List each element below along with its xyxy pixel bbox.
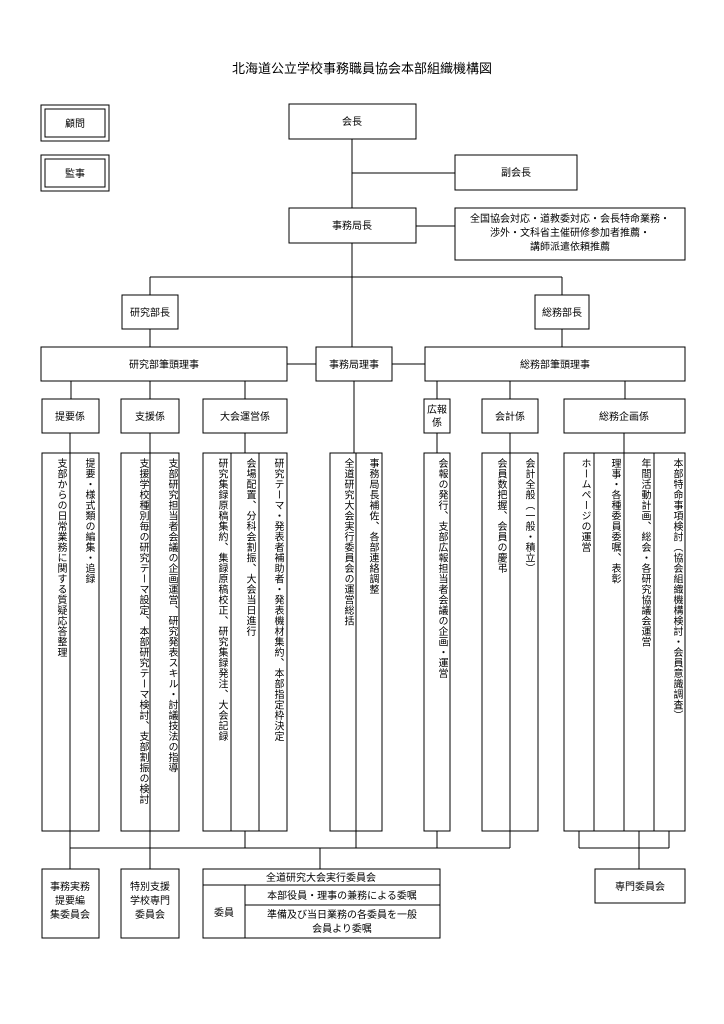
committee-zendo-member-label: 委員: [214, 906, 234, 919]
duty-kaikei-2: 会計全般（一般・積立）: [523, 458, 534, 574]
chart-title: 北海道公立学校事務職員協会本部組織機構図: [232, 61, 492, 77]
advisor-label: 顧問: [65, 117, 85, 130]
duty-kikaku-3: 年間活動計画、総会・各研究協議会運営: [639, 458, 650, 647]
duty-office-2: 事務局長補佐、各部連絡調整: [367, 458, 378, 595]
secretary-general-note-box: [454, 207, 686, 261]
committee-jimu-box: [41, 868, 100, 939]
section-teiyo-label: 提要係: [55, 411, 85, 423]
section-taikai-box: [202, 398, 288, 434]
committee-tokubetsu-line3: 委員会: [135, 908, 165, 921]
duty-kaikei-1: 会員数把握、会員の慶弔: [495, 458, 506, 574]
general-director-box: [424, 346, 686, 382]
section-teiyo-box: [41, 398, 100, 434]
general-director-label: 総務部筆頭理事: [520, 358, 590, 371]
committee-zendo-box: [202, 868, 441, 939]
section-koho-label: 広報係: [427, 403, 447, 429]
committee-zendo-row2-line2: 会員より委嘱: [312, 922, 372, 935]
vice-president-label: 副会長: [501, 166, 531, 179]
president-label: 会長: [342, 115, 362, 128]
duty-teiyo-1: 支部からの日常業務に関する質疑応答整理: [55, 458, 66, 658]
duty-office-1: 全道研究大会実行委員会の運営総括: [342, 458, 353, 626]
committee-jimu-line3: 集委員会: [50, 908, 90, 921]
duty-kikaku-2: 理事・各種委員委嘱、表彰: [609, 458, 620, 584]
section-shien-label: 支援係: [135, 410, 165, 423]
general-head-box: [534, 294, 590, 330]
research-head-box: [121, 294, 179, 330]
committee-senmon-box: [594, 868, 686, 904]
note-line-1: 全国協会対応・道教委対応・会長特命業務・: [470, 212, 670, 225]
committee-jimu-line2: 提要編: [55, 894, 85, 907]
duty-kikaku-1: ホームページの運営: [579, 458, 590, 553]
research-head-label: 研究部長: [130, 306, 170, 319]
duty-teiyo-2: 提要・様式類の編集・追録: [83, 458, 94, 584]
committee-zendo-row1: 本部役員・理事の兼務による委嘱: [267, 889, 417, 902]
duty-taikai-2: 会場配置、分科会割振、大会当日進行: [244, 458, 255, 637]
vice-president-box: [454, 154, 578, 191]
section-kaikei-label: 会計係: [495, 410, 525, 423]
section-kikaku-label: 総務企画係: [599, 410, 649, 423]
note-line-2: 渉外・文科省主催研修参加者推薦・: [490, 226, 650, 239]
office-director-box: [315, 346, 393, 382]
research-director-label: 研究部筆頭理事: [129, 358, 199, 371]
note-line-3: 講師派遣依頼推薦: [530, 240, 610, 253]
duty-taikai-3: 研究テーマ・発表者補助者・発表機材集約、本部指定枠決定: [272, 458, 283, 742]
duty-shien-2: 支部研究担当者会議の企画運営、研究発表スキル・討議技法の指導: [166, 458, 177, 773]
section-taikai-label: 大会運営係: [220, 410, 270, 423]
committee-zendo-row2-line1: 準備及び当日業務の各委員を一般: [267, 908, 417, 921]
duty-taikai-1: 研究集録原稿集約、集録原稿校正、研究集録発注、大会記録: [216, 458, 227, 742]
duty-taikai-box: [202, 452, 288, 832]
office-director-label: 事務局理事: [329, 358, 379, 371]
committee-zendo-title: 全道研究大会実行委員会: [266, 871, 376, 884]
committee-tokubetsu-box: [120, 868, 180, 939]
committee-tokubetsu-line2: 学校専門: [130, 894, 170, 907]
section-koho-box: [423, 398, 451, 434]
duty-shien-1: 支援学校種別毎の研究テーマ設定、本部研究テーマ検討、支部割振の検討: [137, 458, 148, 805]
section-kikaku-box: [563, 398, 686, 434]
duty-koho-1: 会報の発行、支部広報担当者会議の企画・運営: [436, 458, 447, 679]
section-kaikei-box: [481, 398, 539, 434]
duty-kikaku-4: 本部特命事項検討（協会組織機構検討・会員意識調査）: [671, 458, 682, 721]
committee-tokubetsu-line1: 特別支援: [130, 880, 170, 893]
section-shien-box: [120, 398, 180, 434]
duty-koho-box: [423, 452, 451, 832]
auditor-label: 監事: [65, 167, 85, 180]
committee-jimu-line1: 事務実務: [50, 880, 90, 893]
research-director-box: [40, 346, 288, 382]
committee-senmon-label: 専門委員会: [615, 880, 665, 893]
general-head-label: 総務部長: [542, 306, 582, 319]
secretary-general-label: 事務局長: [332, 219, 372, 232]
president-box: [288, 103, 417, 140]
